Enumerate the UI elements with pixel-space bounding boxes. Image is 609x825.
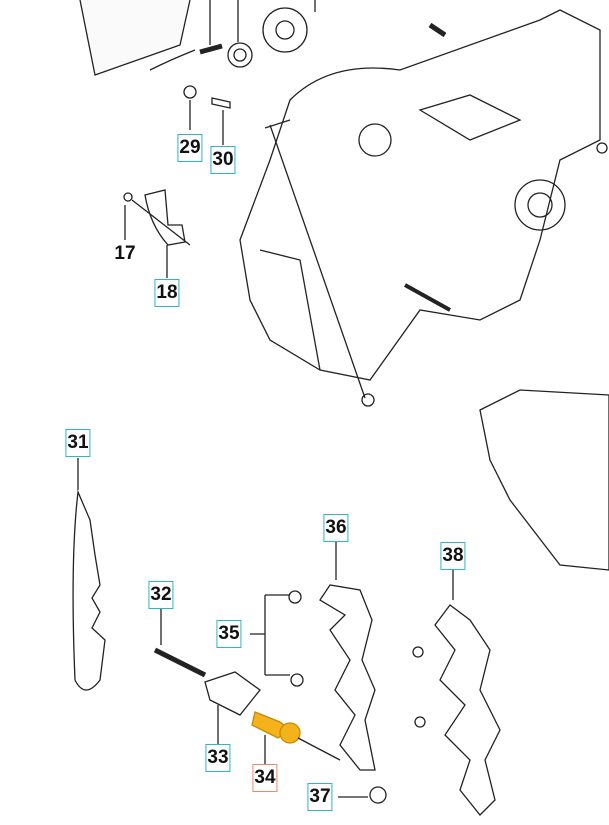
callout-31[interactable]: 31 xyxy=(65,429,91,457)
callout-30[interactable]: 30 xyxy=(210,146,236,174)
callout-38[interactable]: 38 xyxy=(440,542,466,570)
callout-17[interactable]: 17 xyxy=(114,243,136,264)
callout-37[interactable]: 37 xyxy=(307,783,333,811)
callout-32[interactable]: 32 xyxy=(148,581,174,609)
callout-33[interactable]: 33 xyxy=(205,744,231,772)
callout-18[interactable]: 18 xyxy=(154,279,180,307)
callout-35[interactable]: 35 xyxy=(216,620,242,648)
callout-29[interactable]: 29 xyxy=(177,134,203,162)
callout-34-highlighted[interactable]: 34 xyxy=(252,764,278,792)
callout-36[interactable]: 36 xyxy=(323,514,349,542)
